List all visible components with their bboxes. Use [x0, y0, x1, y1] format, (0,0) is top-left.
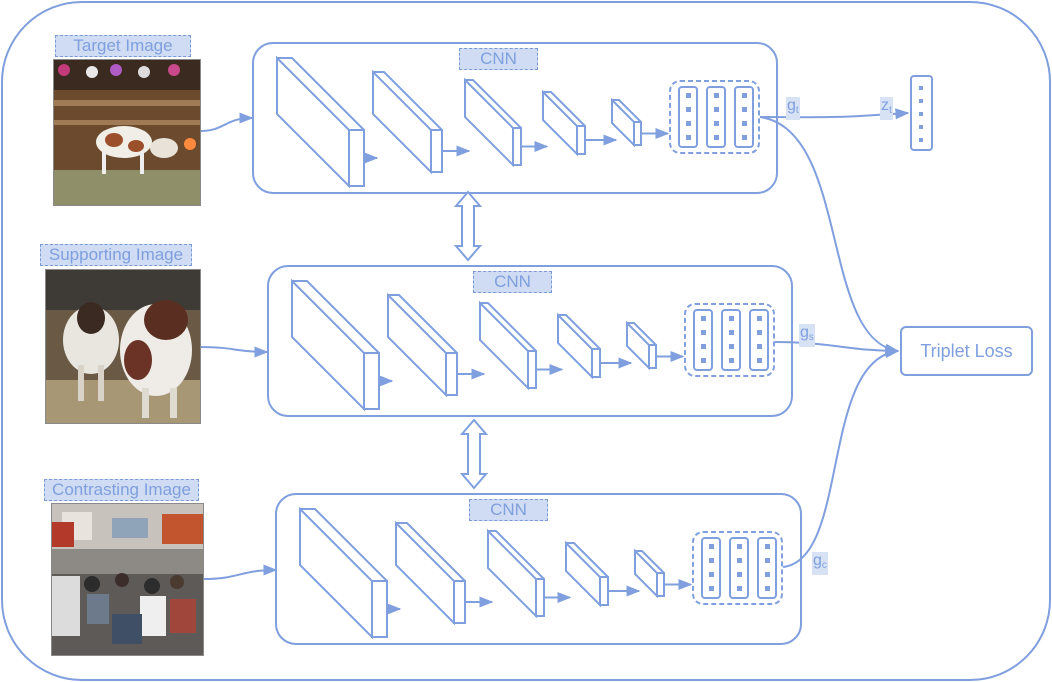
conv-layer-2	[395, 520, 494, 626]
feature-block	[692, 531, 783, 605]
gs-to-loss-arrow	[774, 341, 900, 357]
feature-vector	[757, 537, 777, 599]
feature-block	[669, 80, 760, 154]
shared-weights-arrow-top	[453, 190, 483, 262]
contrasting-input-arrow	[202, 564, 278, 580]
target-input-arrow	[199, 112, 254, 132]
contrasting-image-label: Contrasting Image	[44, 479, 199, 501]
gt-to-loss-arrow	[759, 116, 900, 355]
feature-vector	[729, 537, 749, 599]
supporting-image-photo	[45, 269, 201, 424]
gc-to-loss-arrow	[782, 346, 900, 568]
cnn-label-bottom: CNN	[469, 499, 548, 521]
feature-gs-label: gs	[799, 324, 815, 347]
target-image-label: Target Image	[55, 35, 191, 57]
feature-vector	[734, 86, 754, 148]
supporting-input-arrow	[199, 346, 269, 358]
conv-layer-1	[291, 278, 394, 412]
feature-vector	[678, 86, 698, 148]
triplet-loss-box: Triplet Loss	[900, 326, 1033, 376]
conv-layer-4	[565, 540, 641, 608]
conv-layer-3	[464, 77, 549, 168]
conv-layer-3	[479, 300, 564, 391]
conv-layer-5	[634, 548, 693, 599]
conv-layer-1	[299, 506, 402, 640]
cnn-panel-target	[252, 42, 778, 194]
triplet-loss-label: Triplet Loss	[920, 340, 1013, 361]
gt-to-zt-arrow	[759, 108, 910, 120]
conv-layer-2	[387, 292, 486, 398]
feature-vector	[721, 309, 741, 371]
cnn-label-middle: CNN	[473, 271, 552, 293]
cnn-label-top: CNN	[459, 48, 538, 70]
feature-block	[684, 303, 775, 377]
supporting-image-label: Supporting Image	[40, 244, 192, 266]
cnn-panel-contrasting	[275, 493, 802, 645]
cnn-panel-supporting	[267, 265, 793, 417]
conv-layer-5	[626, 320, 685, 371]
conv-layer-4	[557, 312, 633, 380]
embedding-vector-zt	[910, 75, 933, 151]
feature-vector	[701, 537, 721, 599]
embedding-zt-label: zt	[880, 97, 893, 120]
feature-gt-label: gt	[786, 97, 800, 120]
feature-vector	[749, 309, 769, 371]
target-image-photo	[53, 59, 201, 206]
contrasting-image-photo	[51, 503, 204, 656]
conv-layer-3	[487, 528, 572, 619]
conv-layer-4	[542, 89, 618, 157]
feature-vector	[693, 309, 713, 371]
conv-layer-1	[276, 55, 379, 189]
feature-vector	[706, 86, 726, 148]
shared-weights-arrow-bottom	[459, 418, 489, 490]
conv-layer-2	[372, 69, 471, 175]
feature-gc-label: gc	[812, 552, 828, 575]
conv-layer-5	[611, 97, 670, 148]
